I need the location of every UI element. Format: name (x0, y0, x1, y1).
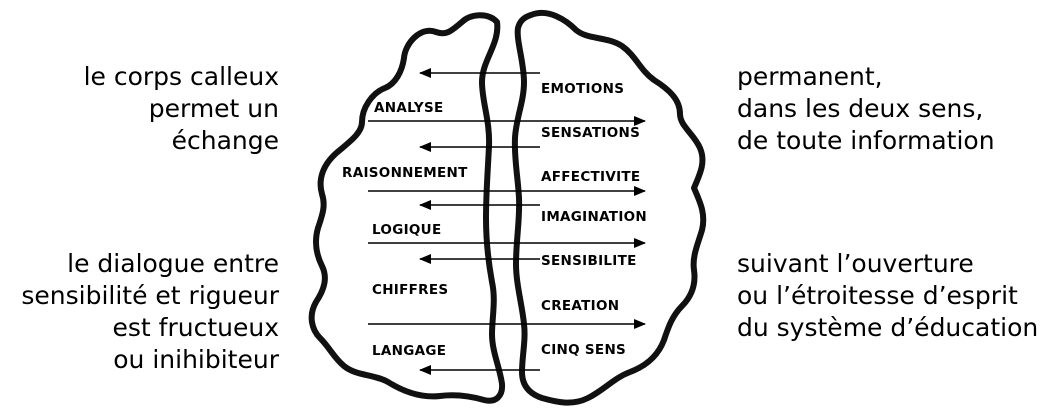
right-label: SENSATIONS (541, 125, 640, 141)
left-label: LANGAGE (372, 343, 446, 359)
left-label: RAISONNEMENT (342, 165, 468, 181)
right-labels: EMOTIONS SENSATIONS AFFECTIVITE IMAGINAT… (541, 81, 647, 358)
right-label: EMOTIONS (541, 81, 624, 97)
left-label: ANALYSE (374, 100, 444, 116)
right-label: AFFECTIVITE (541, 169, 640, 185)
right-label: SENSIBILITE (541, 253, 637, 269)
right-label: CINQ SENS (541, 342, 626, 358)
left-label: LOGIQUE (372, 222, 441, 238)
right-label: IMAGINATION (541, 209, 647, 225)
right-label: CREATION (541, 298, 619, 314)
left-label: CHIFFRES (372, 282, 448, 298)
left-labels: ANALYSE RAISONNEMENT LOGIQUE CHIFFRES LA… (342, 100, 468, 359)
